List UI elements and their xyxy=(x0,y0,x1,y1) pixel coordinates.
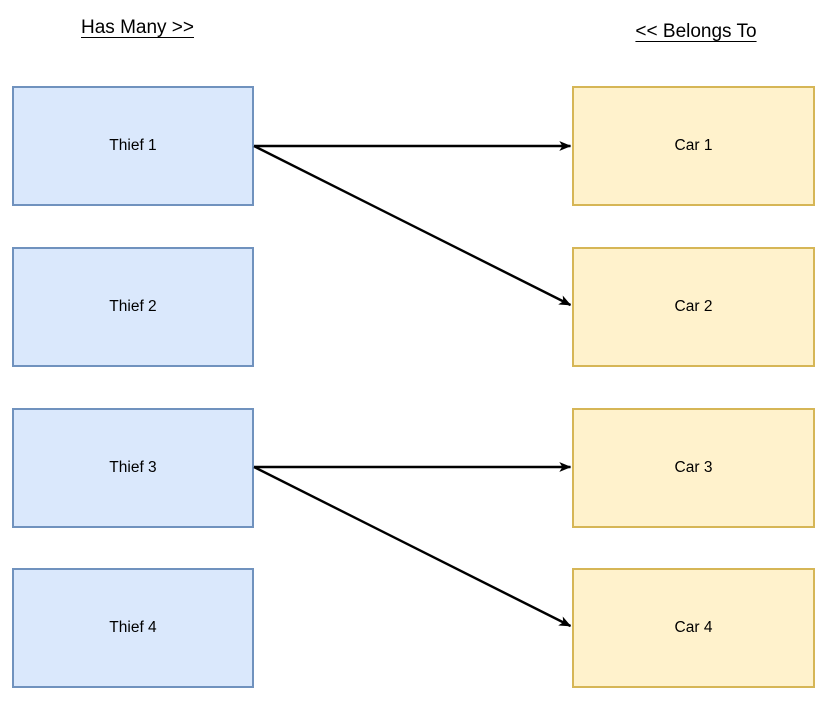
node-thief-3[interactable]: Thief 3 xyxy=(12,408,254,528)
node-thief-1[interactable]: Thief 1 xyxy=(12,86,254,206)
node-label: Thief 1 xyxy=(109,137,157,154)
node-car-4[interactable]: Car 4 xyxy=(572,568,815,688)
node-car-1[interactable]: Car 1 xyxy=(572,86,815,206)
node-label: Thief 4 xyxy=(109,619,157,636)
node-car-2[interactable]: Car 2 xyxy=(572,247,815,367)
connector-thief3-car4 xyxy=(253,465,572,628)
node-car-3[interactable]: Car 3 xyxy=(572,408,815,528)
node-label: Thief 2 xyxy=(109,298,157,315)
node-label: Car 3 xyxy=(674,459,713,476)
column-header-belongs-to: << Belongs To xyxy=(635,21,757,42)
node-label: Car 2 xyxy=(674,298,713,315)
connector-thief1-car2 xyxy=(253,144,572,307)
node-label: Car 4 xyxy=(674,619,713,636)
node-thief-2[interactable]: Thief 2 xyxy=(12,247,254,367)
node-label: Car 1 xyxy=(674,137,713,154)
node-label: Thief 3 xyxy=(109,459,157,476)
node-thief-4[interactable]: Thief 4 xyxy=(12,568,254,688)
column-header-has-many: Has Many >> xyxy=(81,17,194,38)
